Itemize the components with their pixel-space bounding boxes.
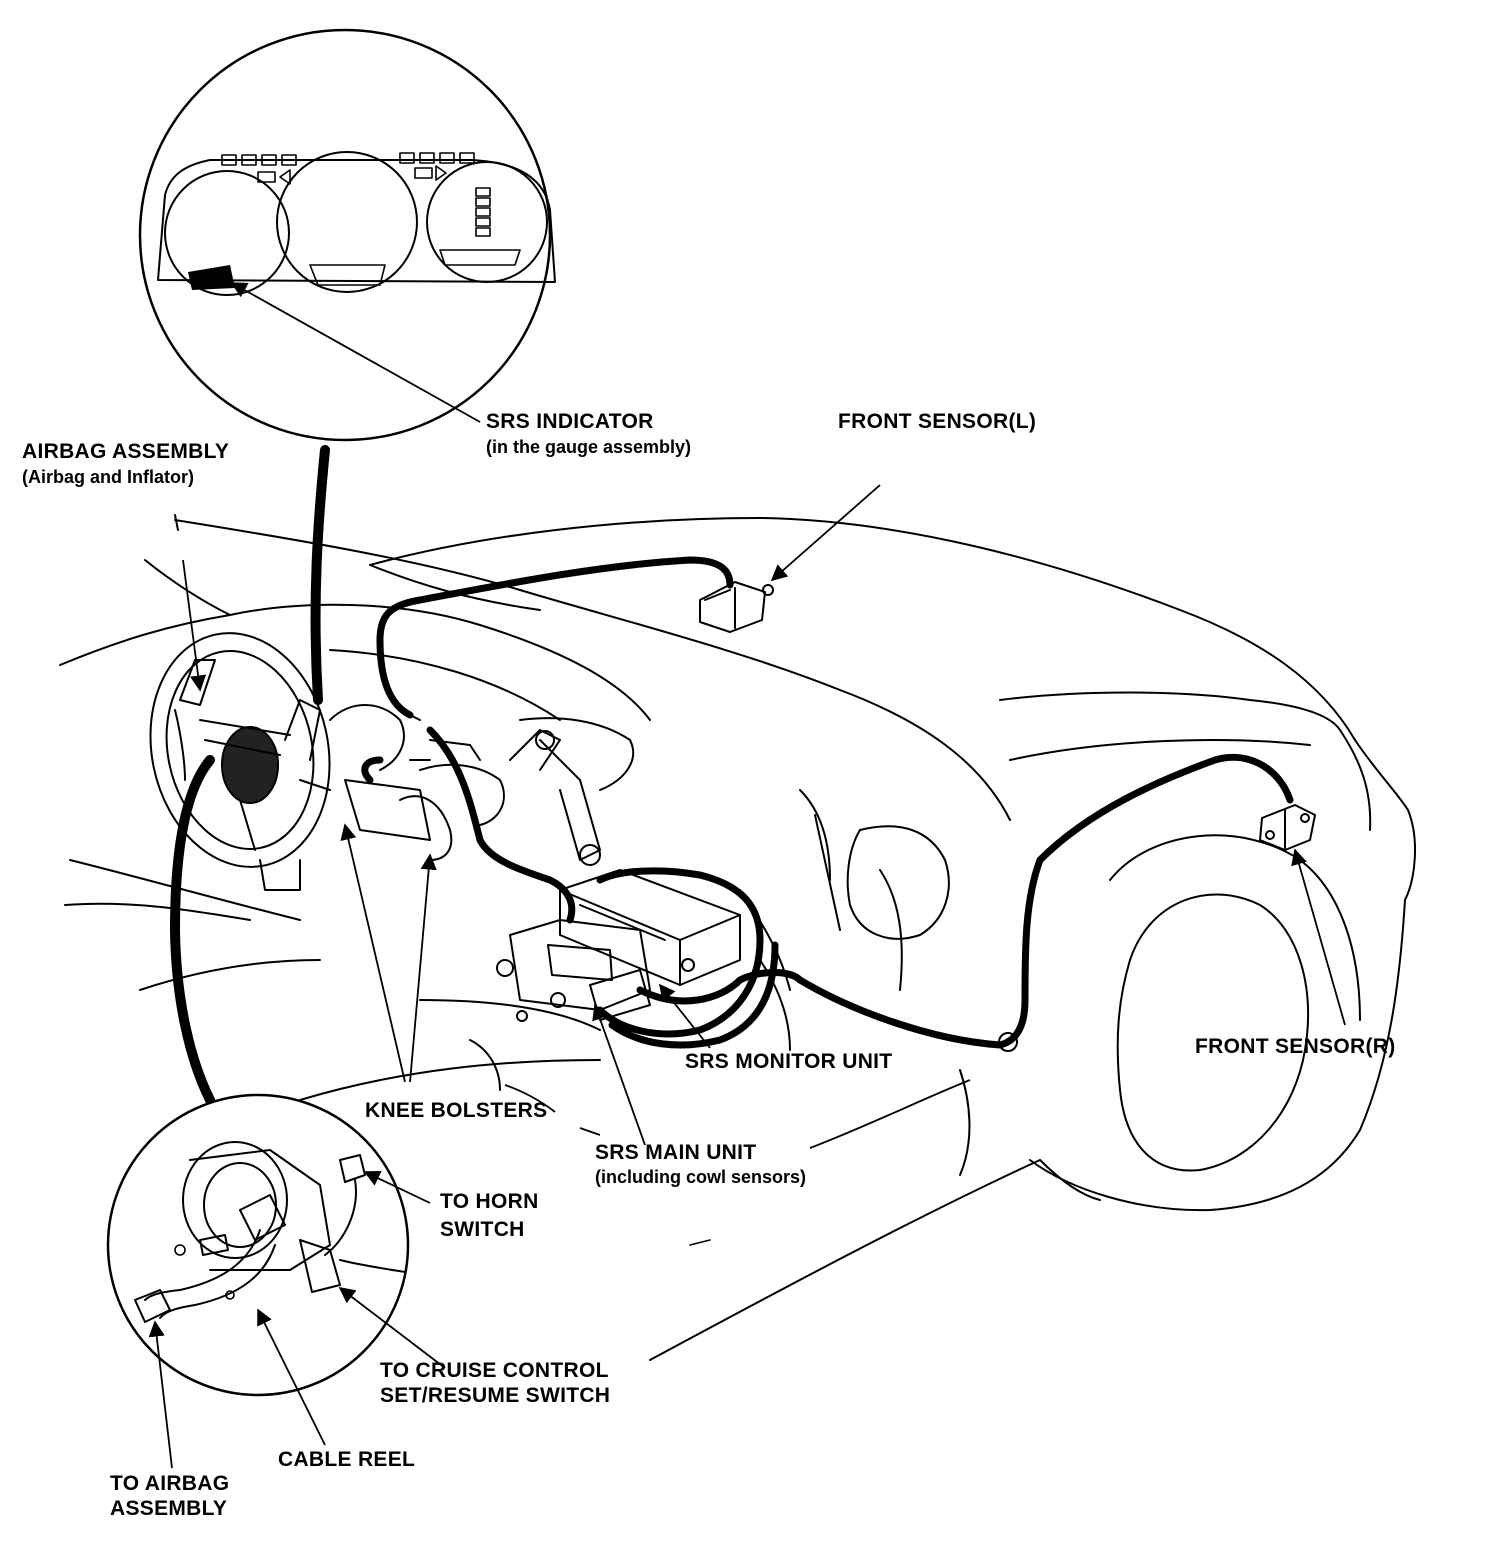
front-sensor-right-shape [1259, 804, 1316, 851]
label-to-horn-switch-line1: TO HORN [440, 1190, 539, 1213]
label-srs-monitor-unit: SRS MONITOR UNIT [685, 1050, 892, 1073]
front-sensor-left-shape [699, 581, 774, 633]
label-to-cruise-control-line1: TO CRUISE CONTROL [380, 1359, 609, 1382]
label-to-airbag-line1: TO AIRBAG [110, 1472, 229, 1495]
cable-reel-detail-circle [106, 1093, 410, 1397]
label-srs-indicator-sub: (in the gauge assembly) [486, 437, 691, 457]
label-srs-indicator: SRS INDICATOR [486, 410, 654, 433]
gauge-detail-circle [138, 28, 556, 442]
label-front-sensor-left: FRONT SENSOR(L) [838, 410, 1036, 433]
srs-monitor-unit-shape [559, 869, 741, 986]
label-front-sensor-right: FRONT SENSOR(R) [1195, 1035, 1396, 1058]
steering-wheel [149, 632, 331, 868]
label-knee-bolsters: KNEE BOLSTERS [365, 1099, 547, 1122]
label-to-airbag-line2: ASSEMBLY [110, 1497, 227, 1520]
label-to-horn-switch-line2: SWITCH [440, 1218, 525, 1241]
label-airbag-assembly: AIRBAG ASSEMBLY [22, 440, 229, 463]
wiring-harness [170, 445, 1294, 1105]
car-body [59, 514, 1417, 1361]
label-to-cruise-control-line2: SET/RESUME SWITCH [380, 1384, 610, 1407]
leader-lines [148, 282, 1346, 1469]
label-srs-main-unit-sub: (including cowl sensors) [595, 1167, 806, 1187]
labels: SRS INDICATOR (in the gauge assembly) FR… [22, 410, 1396, 1520]
label-srs-main-unit: SRS MAIN UNIT [595, 1141, 756, 1164]
label-cable-reel: CABLE REEL [278, 1448, 415, 1471]
steering-column [284, 699, 601, 866]
label-airbag-assembly-sub: (Airbag and Inflator) [22, 467, 194, 487]
